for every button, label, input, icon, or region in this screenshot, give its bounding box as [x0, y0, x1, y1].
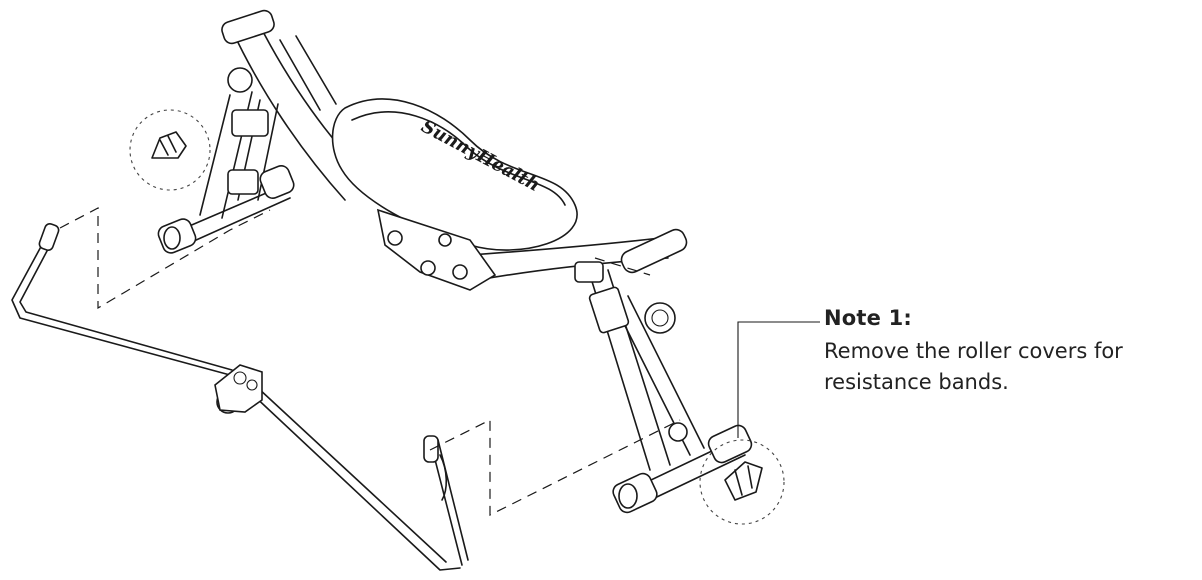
- rail-handle: [620, 228, 688, 274]
- note-line-2: resistance bands.: [824, 370, 1009, 394]
- seat-carriage: [376, 208, 497, 291]
- detail-circle-rear: [129, 109, 211, 191]
- note-line-1: Remove the roller covers for: [824, 339, 1123, 363]
- note-title: Note 1:: [824, 306, 913, 330]
- attachment-guides: [59, 207, 681, 516]
- note-leader: [737, 321, 820, 438]
- main-frame: [221, 9, 669, 281]
- front-leg: [574, 261, 753, 514]
- seat: SunnyHealth: [331, 98, 578, 251]
- resistance-band: [11, 222, 469, 571]
- rear-leg: [157, 67, 295, 254]
- detail-circle-front: [699, 439, 785, 525]
- note-1: Note 1: Remove the roller covers for res…: [824, 306, 1202, 398]
